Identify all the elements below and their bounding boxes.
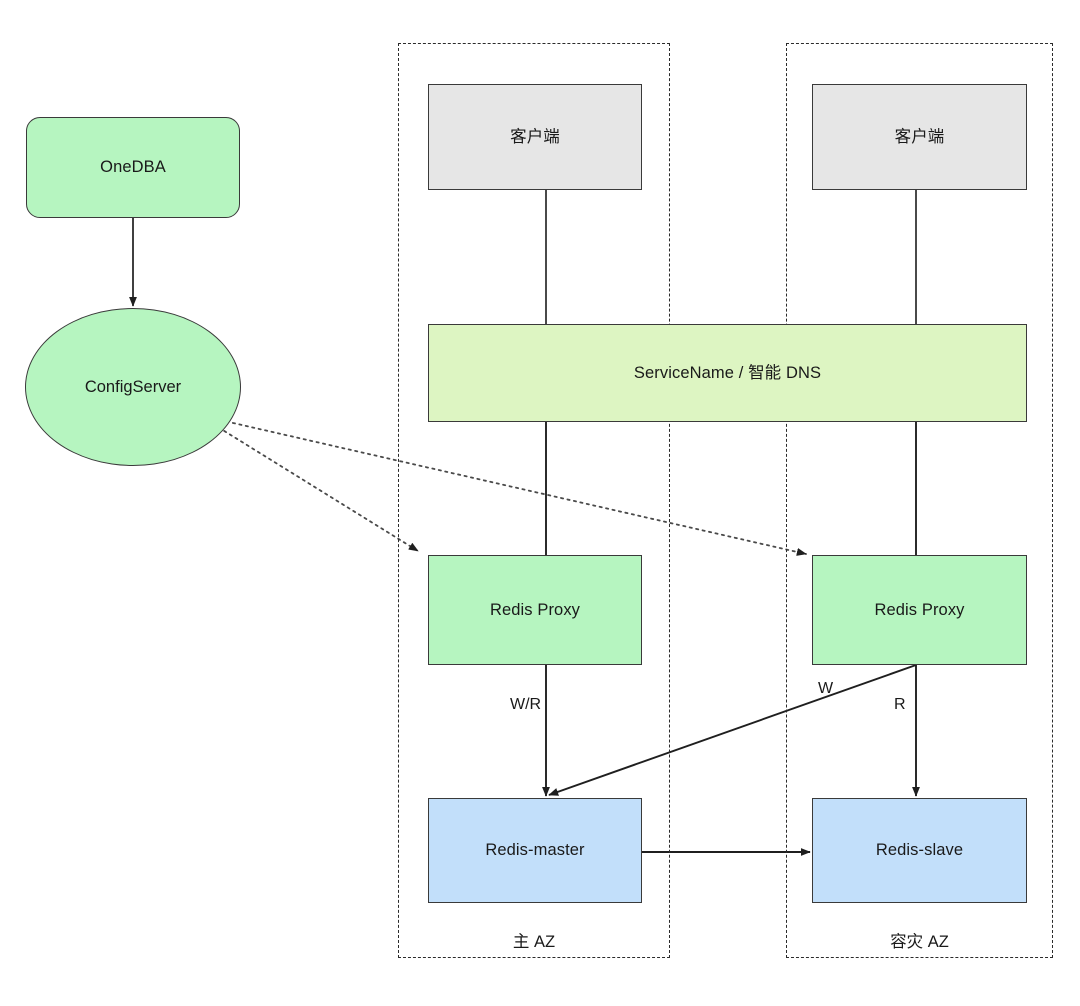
az-label-dr: 容灾 AZ: [786, 928, 1053, 952]
node-redis-proxy-primary-label: Redis Proxy: [489, 600, 581, 619]
edge-configserver-to-proxy-dr: [219, 419, 807, 556]
node-redis-proxy-primary[interactable]: Redis Proxy: [428, 555, 642, 665]
edge-label-read-text: R: [894, 696, 906, 713]
node-redis-proxy-dr[interactable]: Redis Proxy: [812, 555, 1027, 665]
node-redis-master[interactable]: Redis-master: [428, 798, 642, 903]
node-client-primary-label: 客户端: [510, 127, 560, 146]
az-label-primary: 主 AZ: [398, 928, 670, 952]
az-label-primary-text: 主 AZ: [512, 933, 556, 951]
edge-label-write-text: W: [818, 680, 834, 697]
az-zone-primary: [398, 43, 670, 958]
node-redis-master-label: Redis-master: [485, 841, 585, 860]
edge-configserver-to-proxy-primary: [212, 423, 419, 552]
edge-label-write: W: [818, 680, 833, 698]
az-zone-dr: [786, 43, 1053, 958]
node-client-primary[interactable]: 客户端: [428, 84, 642, 190]
edge-label-read: R: [894, 696, 906, 714]
node-onedba[interactable]: OneDBA: [26, 117, 240, 218]
node-configserver[interactable]: ConfigServer: [25, 308, 241, 466]
edge-label-write-read-text: W/R: [510, 696, 542, 713]
node-client-dr[interactable]: 客户端: [812, 84, 1027, 190]
node-servicename-dns-label: ServiceName / 智能 DNS: [633, 363, 822, 382]
node-redis-slave-label: Redis-slave: [875, 841, 964, 860]
az-label-dr-text: 容灾 AZ: [890, 933, 949, 951]
node-servicename-dns[interactable]: ServiceName / 智能 DNS: [428, 324, 1027, 422]
node-onedba-label: OneDBA: [100, 158, 166, 177]
edge-proxy-dr-to-master: [548, 664, 917, 796]
node-redis-slave[interactable]: Redis-slave: [812, 798, 1027, 903]
edge-label-write-read: W/R: [510, 696, 541, 714]
node-configserver-label: ConfigServer: [84, 377, 182, 396]
node-redis-proxy-dr-label: Redis Proxy: [874, 600, 965, 619]
node-client-dr-label: 客户端: [894, 127, 945, 146]
